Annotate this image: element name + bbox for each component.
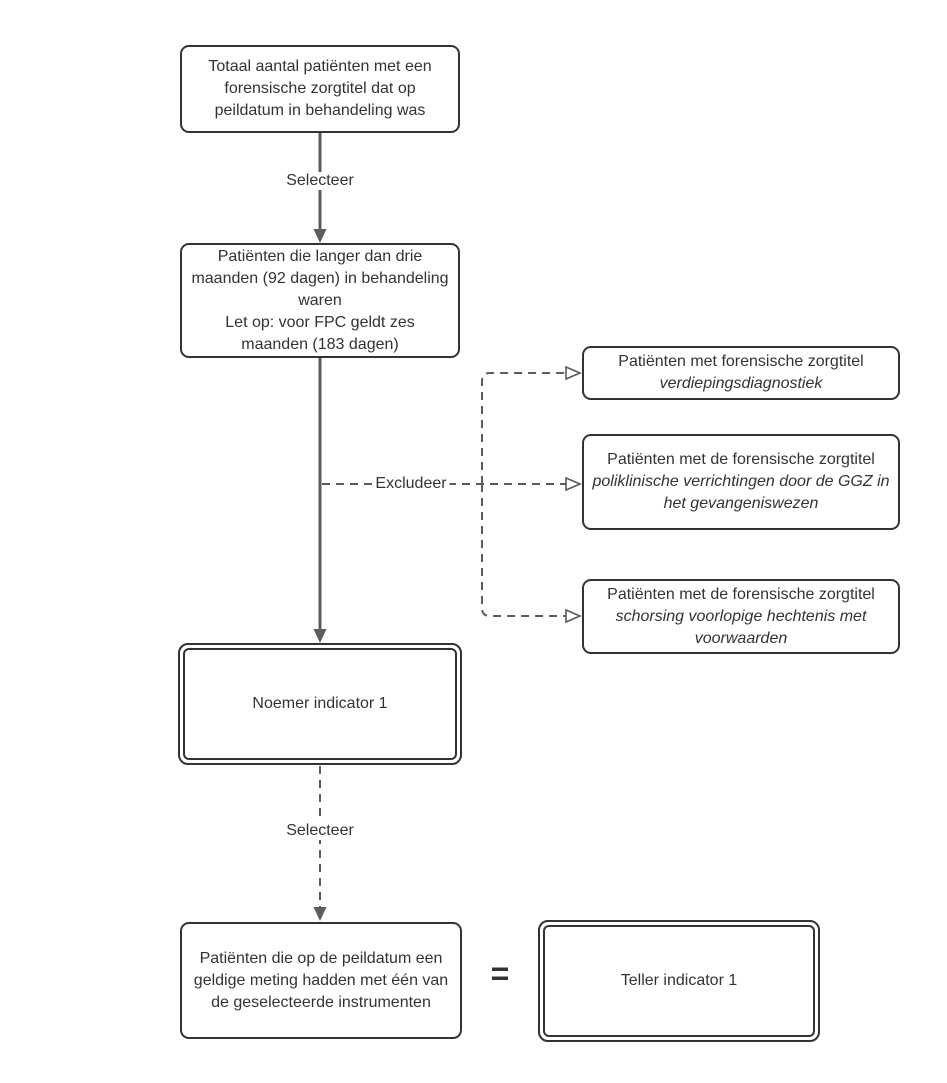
exclude-line-top xyxy=(481,372,566,484)
box-exclusion-3-subtitle: schorsing voorlopige hechtenis met voorw… xyxy=(615,607,867,647)
box-exclusion-2-subtitle: poliklinische verrichtingen door de GGZ … xyxy=(592,473,890,512)
box-total-patients-text: Totaal aantal patiënten met een forensis… xyxy=(208,58,432,119)
box-duration: Patiënten die langer dan drie maanden (9… xyxy=(180,243,460,358)
box-meting: Patiënten die op de peildatum een geldig… xyxy=(180,922,462,1039)
arrow-select-2-head xyxy=(313,907,327,921)
arrow-to-noemer-head xyxy=(313,629,327,643)
exclude-head-middle xyxy=(565,476,583,492)
label-selecteer-2: Selecteer xyxy=(283,822,357,840)
box-duration-line2: Let op: voor FPC geldt zes maanden (183 … xyxy=(225,313,415,353)
box-exclusion-3-title: Patiënten met de forensische zorgtitel xyxy=(607,585,875,603)
box-teller-indicator-inner: Teller indicator 1 xyxy=(543,925,815,1037)
box-exclusion-2-title: Patiënten met de forensische zorgtitel xyxy=(607,451,875,468)
exclude-head-top xyxy=(565,365,583,381)
box-teller-indicator-text: Teller indicator 1 xyxy=(620,972,738,989)
box-duration-line1: Patiënten die langer dan drie maanden (9… xyxy=(191,247,449,309)
box-exclusion-1: Patiënten met forensische zorgtitel verd… xyxy=(582,346,900,400)
box-exclusion-2: Patiënten met de forensische zorgtitel p… xyxy=(582,434,900,530)
box-exclusion-1-subtitle: verdiepingsdiagnostiek xyxy=(659,375,823,392)
box-meting-text: Patiënten die op de peildatum een geldig… xyxy=(193,949,449,1011)
box-total-patients: Totaal aantal patiënten met een forensis… xyxy=(180,45,460,133)
box-noemer-indicator: Noemer indicator 1 xyxy=(178,643,462,765)
arrow-select-1-head xyxy=(313,229,327,243)
box-noemer-indicator-inner: Noemer indicator 1 xyxy=(183,648,457,760)
box-exclusion-3: Patiënten met de forensische zorgtitel s… xyxy=(582,579,900,654)
label-excludeer: Excludeer xyxy=(372,475,450,493)
exclude-line-bottom xyxy=(481,484,566,617)
label-selecteer-1: Selecteer xyxy=(283,172,357,190)
box-teller-indicator: Teller indicator 1 xyxy=(538,920,820,1042)
exclude-head-bottom xyxy=(565,608,583,624)
box-exclusion-1-title: Patiënten met forensische zorgtitel xyxy=(618,353,864,370)
box-noemer-indicator-text: Noemer indicator 1 xyxy=(252,695,388,712)
equals-sign: = xyxy=(490,955,510,992)
